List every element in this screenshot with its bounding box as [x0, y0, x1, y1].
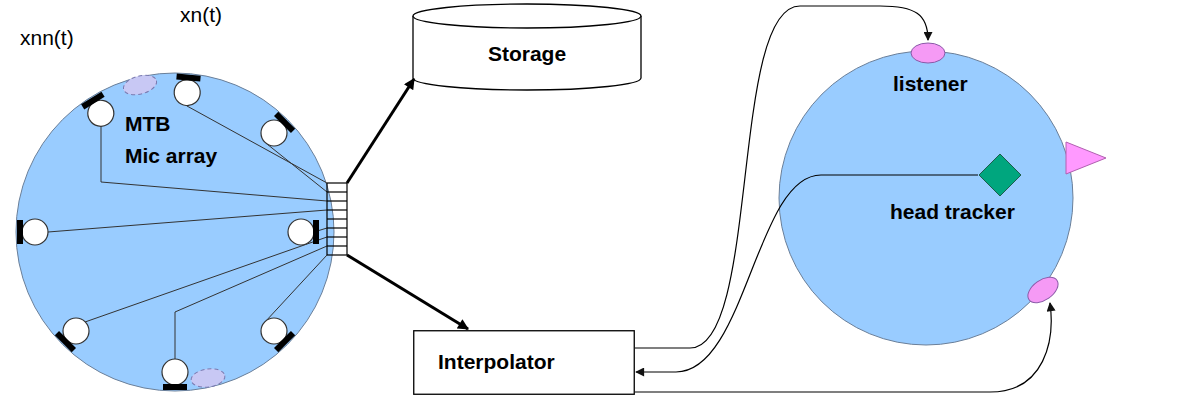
signal-label-holder: xnn(t) [20, 26, 74, 50]
head-tracker-shape [978, 153, 1022, 197]
drawing-part [121, 72, 159, 98]
drawing-part [327, 218, 347, 219]
storage-cylinder: Storage [412, 3, 642, 91]
drawing-part [265, 255, 327, 322]
drawing-part [54, 313, 94, 353]
text-holder: head tracker [890, 200, 1015, 224]
signal-label: xn(t) [180, 3, 222, 27]
node-label: head tracker [890, 200, 1015, 224]
circle-outline [779, 51, 1073, 345]
drawing-part [267, 144, 327, 192]
box-outline [414, 331, 635, 395]
node-label: listener [893, 72, 968, 96]
drawing-part [327, 191, 347, 192]
drawing-part [327, 209, 347, 210]
drawing-part [911, 43, 945, 63]
drawing-part [190, 367, 226, 390]
drawing-part [187, 106, 327, 183]
drawing-part [175, 246, 327, 359]
text-holder: listener [893, 72, 968, 96]
drawing-part [256, 111, 296, 151]
drawing-part [48, 210, 327, 232]
drawing-part [48, 106, 327, 359]
drawing-part [327, 245, 347, 246]
signal-label: xnn(t) [20, 26, 74, 50]
connector [347, 255, 468, 329]
drawing-part [173, 73, 202, 106]
drawing-part [346, 183, 347, 255]
connector [635, 303, 1051, 392]
tracker-diamond [979, 154, 1021, 196]
drawing-part [327, 236, 347, 237]
cylinder-body [413, 16, 641, 90]
text-holder: Storage [488, 42, 566, 66]
node-label: Interpolator [438, 350, 555, 374]
drawing-part [327, 200, 347, 201]
drawing-part [80, 91, 118, 131]
drawing-part [85, 237, 327, 322]
microphone-array-illustration [15, 72, 335, 392]
head-tracker: head tracker [880, 150, 1030, 230]
mic-array-sphere: MTB Mic array [15, 72, 335, 392]
drawing-part [162, 359, 188, 390]
listener-head: listener head tracker [778, 50, 1074, 346]
signal-label-holder: xn(t) [180, 3, 222, 27]
circle-outline [16, 73, 334, 391]
drawing-part [327, 227, 347, 228]
node-label: Storage [488, 42, 566, 66]
text-holder: Mic array [125, 144, 217, 168]
drawing-part [327, 182, 347, 183]
text-holder: Interpolator [438, 350, 555, 374]
drawing-part [1023, 272, 1062, 308]
connector [635, 6, 928, 348]
drawing-part [326, 183, 327, 255]
drawing-part [1066, 142, 1106, 174]
drawing-part [288, 219, 319, 245]
drawing-part [17, 219, 48, 245]
drawing-part [101, 126, 327, 201]
connector [347, 79, 414, 183]
drawing-part [327, 183, 347, 255]
text-holder: MTB [125, 112, 171, 136]
cylinder-top [413, 4, 641, 28]
interpolator-box: Interpolator [413, 330, 635, 395]
node-label: MTB [125, 112, 171, 136]
drawing-part [327, 254, 347, 255]
node-label: Mic array [125, 144, 217, 168]
drawing-part [256, 313, 296, 353]
